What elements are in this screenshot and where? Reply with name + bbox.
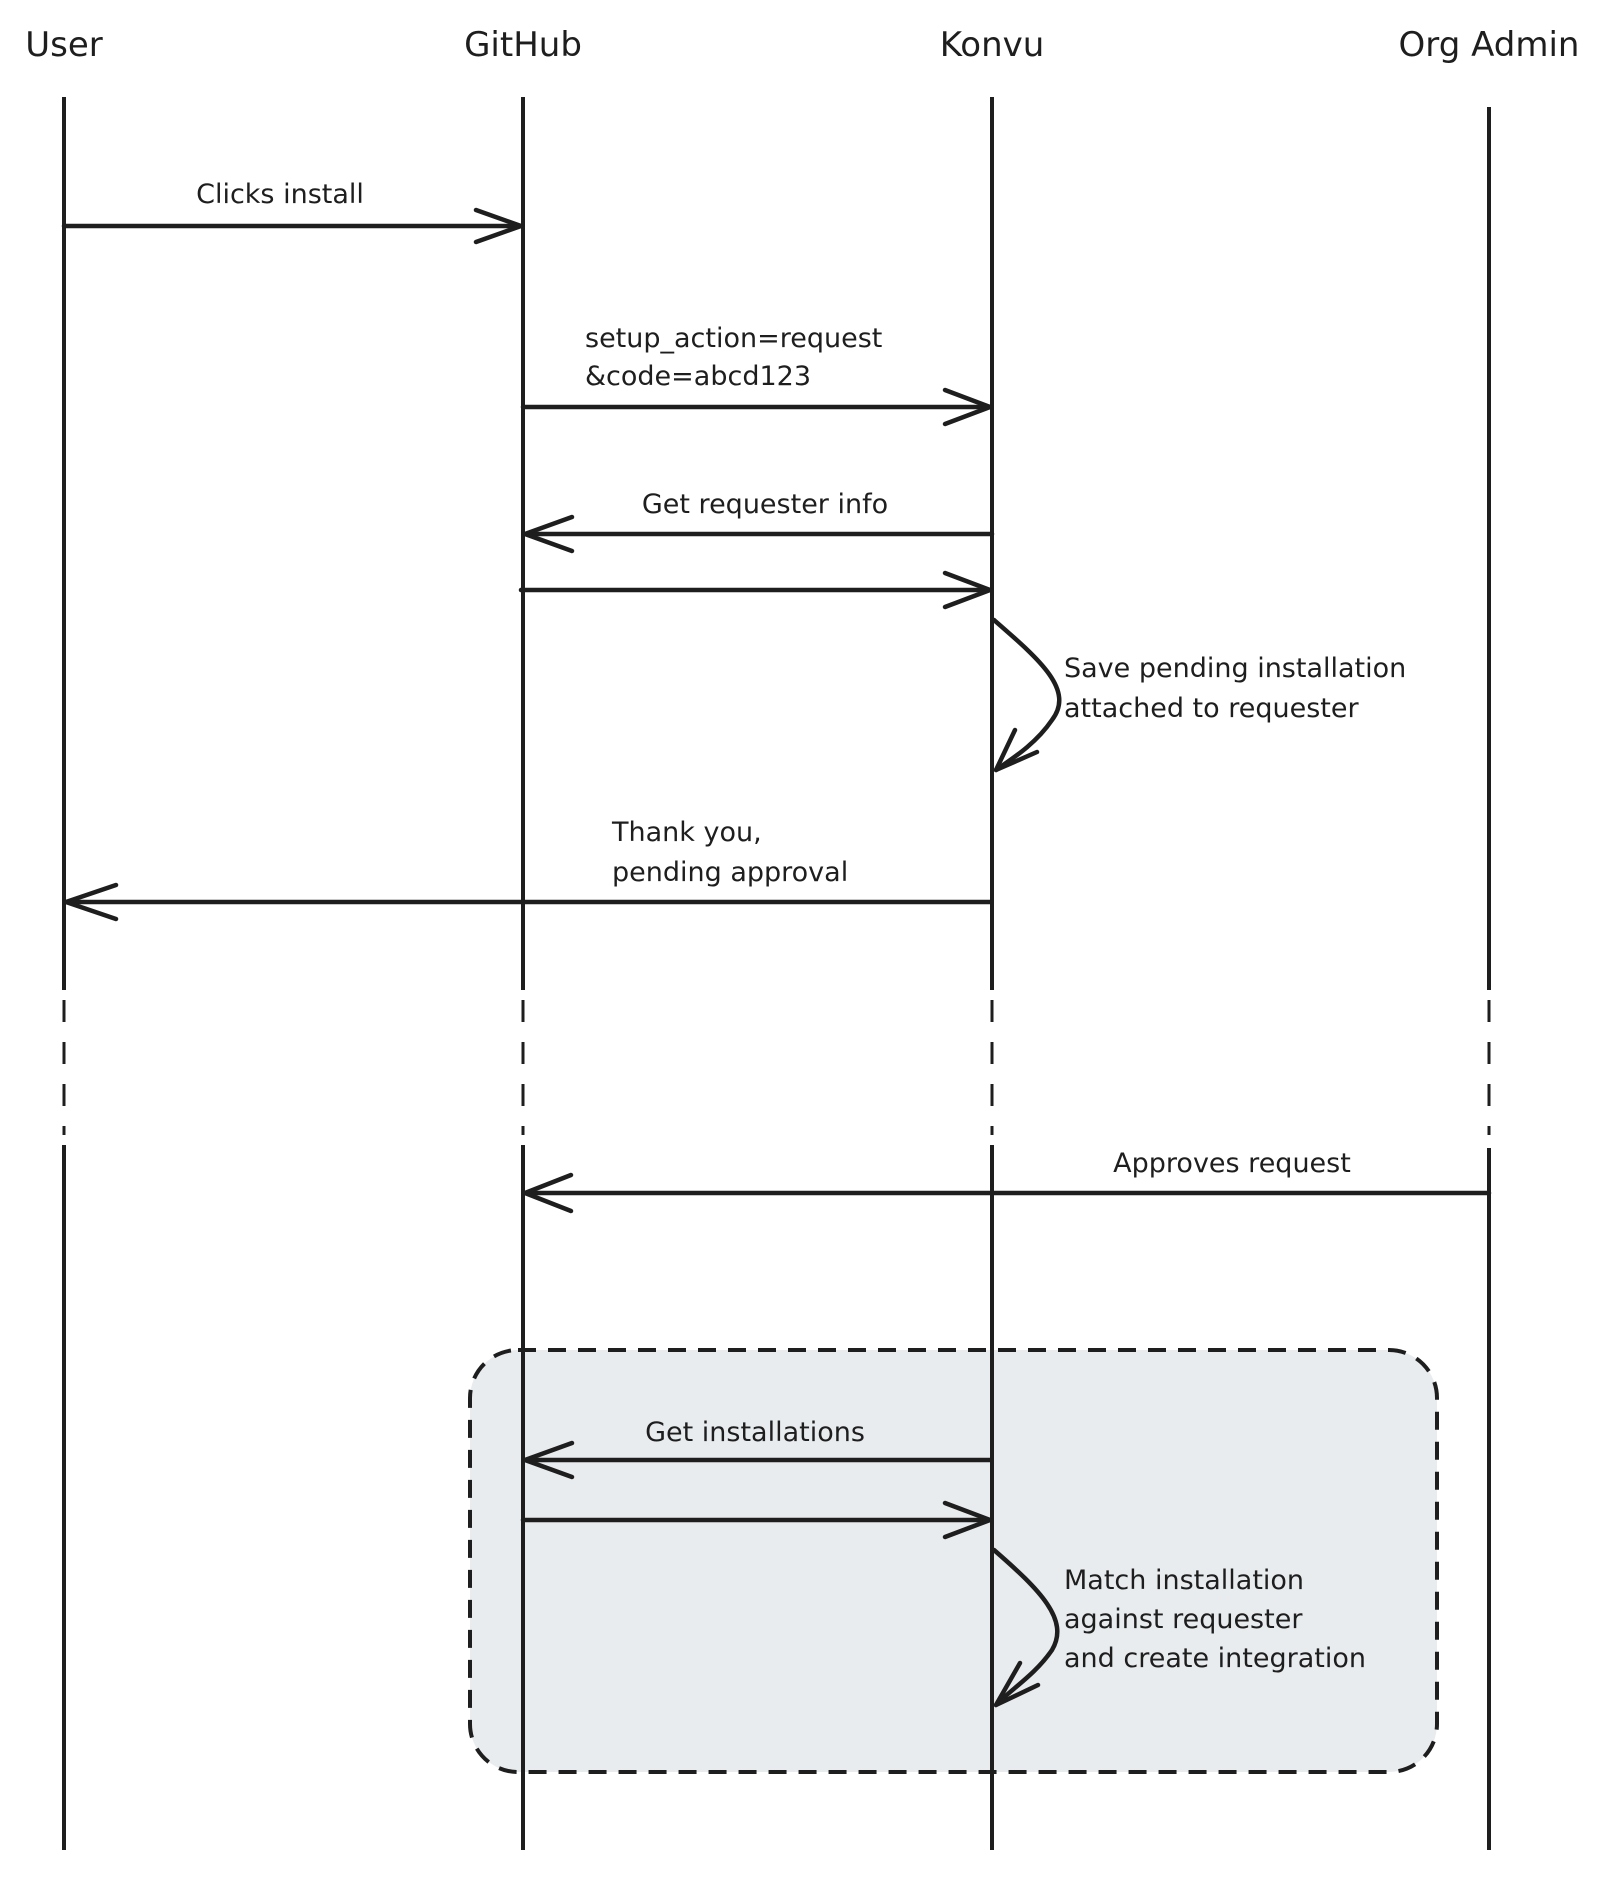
arrowhead-down-left-icon: [993, 727, 1040, 773]
message-label: Clicks install: [196, 179, 364, 210]
arrowhead-left-icon: [522, 1440, 575, 1480]
actor-user: User: [25, 25, 103, 65]
arrowhead-right-icon: [942, 387, 993, 427]
message-match-installation: Match installation against requester and…: [991, 1547, 1366, 1708]
message-save-pending-installation: Save pending installation attached to re…: [991, 617, 1406, 773]
message-setup-action: setup_action=request &code=abcd123: [520, 323, 993, 427]
message-clicks-install: Clicks install: [61, 179, 524, 245]
arrowhead-right-icon: [942, 1500, 993, 1540]
actor-konvu: Konvu: [940, 25, 1045, 65]
message-label-line-1: Save pending installation: [1064, 653, 1406, 684]
message-label: Approves request: [1113, 1148, 1351, 1179]
message-approves-request: Approves request: [522, 1148, 1492, 1214]
message-label-line-2: against requester: [1064, 1604, 1303, 1635]
arrowhead-right-icon: [473, 207, 524, 245]
actor-org-admin: Org Admin: [1399, 25, 1580, 65]
message-installations-response: [520, 1500, 993, 1540]
message-label: Get requester info: [642, 489, 888, 520]
arrowhead-left-icon: [63, 882, 119, 922]
message-label: Get installations: [645, 1417, 865, 1448]
arrowhead-right-icon: [942, 570, 993, 610]
message-get-requester-info: Get requester info: [522, 489, 995, 554]
arrowhead-left-icon: [522, 1172, 574, 1214]
message-label-line-1: Thank you,: [611, 817, 762, 848]
group-box: [468, 1348, 1439, 1774]
message-label-line-2: attached to requester: [1064, 693, 1359, 724]
message-label-line-3: and create integration: [1064, 1643, 1366, 1674]
actor-github: GitHub: [464, 25, 582, 65]
arrowhead-down-left-icon: [993, 1660, 1041, 1708]
message-label-line-2: &code=abcd123: [585, 361, 811, 392]
message-label-line-2: pending approval: [612, 857, 848, 888]
message-label-line-1: setup_action=request: [585, 323, 882, 354]
message-get-installations: Get installations: [522, 1417, 993, 1480]
message-label-line-1: Match installation: [1064, 1565, 1304, 1596]
message-requester-info-response: [518, 570, 993, 610]
message-thank-you-pending-approval: Thank you, pending approval: [63, 817, 993, 922]
arrowhead-left-icon: [522, 514, 575, 554]
